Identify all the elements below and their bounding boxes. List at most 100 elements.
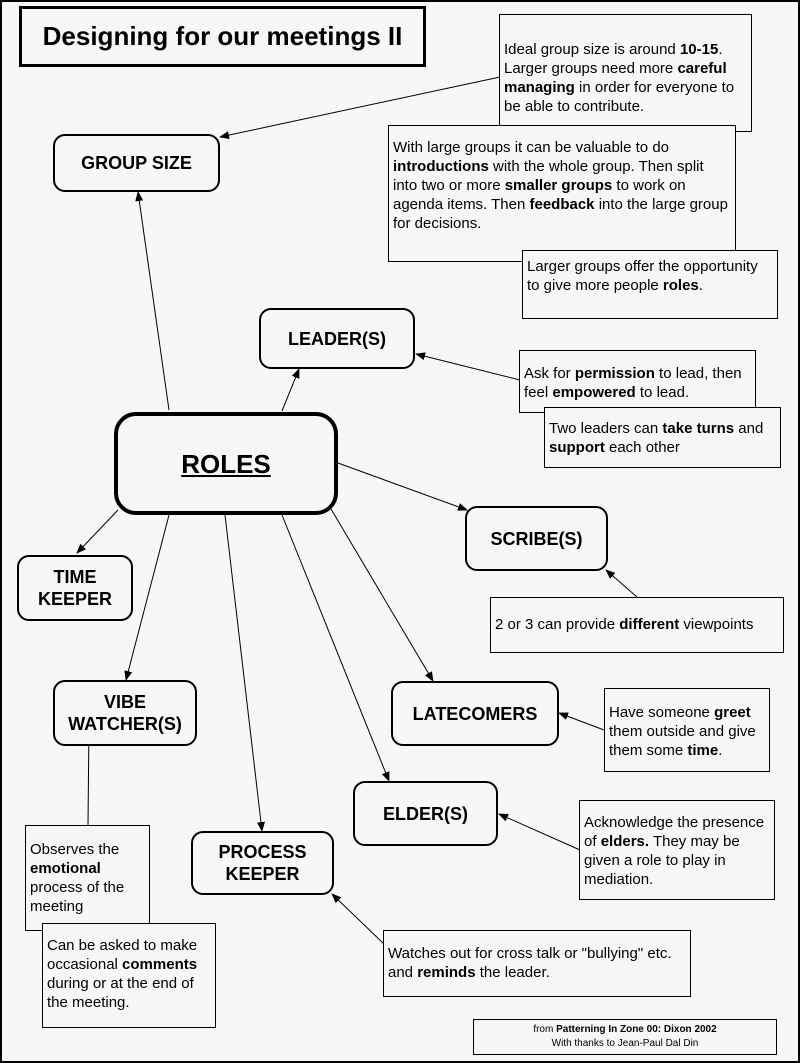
- node-time-keeper[interactable]: TIME KEEPER: [17, 555, 133, 621]
- note-emphasis: 10-15: [679, 41, 719, 58]
- credit-source-line: from Patterning In Zone 00: Dixon 2002: [474, 1023, 776, 1037]
- arrow-roles-to-time-keeper: [76, 509, 119, 554]
- node-process-keeper-line2: KEEPER: [225, 864, 300, 884]
- note-text: in order for everyone to be able to cont…: [504, 79, 735, 115]
- note-text: Have someone: [609, 704, 715, 721]
- note-text: into the large group for decisions.: [393, 196, 728, 232]
- arrow-note-to-elders: [498, 813, 581, 851]
- node-latecomers[interactable]: LATECOMERS: [391, 681, 559, 746]
- node-time-keeper-line1: TIME: [53, 567, 97, 587]
- note-vibe-comments: Can be asked to make occasional comments…: [42, 923, 216, 1028]
- note-emphasis: different: [619, 616, 680, 633]
- node-scribes-label: SCRIBE(S): [490, 528, 583, 549]
- note-text: With large groups it can be valuable to …: [393, 139, 669, 156]
- note-larger-groups-roles: Larger groups offer the opportunity to g…: [522, 250, 778, 319]
- note-text: Watches out for cross talk or "bullying"…: [388, 945, 672, 981]
- note-emphasis: smaller groups: [504, 177, 613, 194]
- node-leaders[interactable]: LEADER(S): [259, 308, 415, 369]
- note-emphasis: support: [549, 439, 605, 456]
- note-latecomers-greet: Have someone greet them outside and give…: [604, 688, 770, 772]
- note-leader-turns: Two leaders can take turns and support e…: [544, 407, 781, 468]
- node-vibe-watcher-line2: WATCHER(S): [68, 714, 182, 734]
- note-text: Observes the: [30, 841, 120, 858]
- note-elders-acknowledge: Acknowledge the presence of elders. They…: [579, 800, 775, 900]
- note-group-size-ideal: Ideal group size is around 10-15. Larger…: [499, 14, 752, 132]
- note-text: Acknowledge the presence of: [584, 814, 765, 850]
- arrow-roles-to-group-size: [135, 191, 170, 411]
- node-vibe-watcher-label: VIBE WATCHER(S): [68, 691, 182, 735]
- node-vibe-watcher[interactable]: VIBE WATCHER(S): [53, 680, 197, 746]
- arrow-roles-to-elders: [281, 514, 390, 782]
- note-text: to work on agenda items. Then: [393, 177, 686, 213]
- note-text: process of the meeting: [30, 879, 125, 915]
- note-text: viewpoints: [679, 616, 754, 633]
- note-text: them outside and give them some: [609, 723, 756, 759]
- node-roles[interactable]: ROLES: [114, 412, 338, 515]
- arrow-roles-to-leaders: [281, 368, 300, 412]
- node-group-size[interactable]: GROUP SIZE: [53, 134, 220, 192]
- note-text: Two leaders can: [549, 420, 663, 437]
- note-large-groups: With large groups it can be valuable to …: [388, 125, 736, 262]
- credit-prefix: from: [533, 1024, 557, 1035]
- node-latecomers-label: LATECOMERS: [412, 703, 538, 724]
- node-scribes[interactable]: SCRIBE(S): [465, 506, 608, 571]
- note-text: . Larger groups need more: [504, 41, 723, 77]
- note-emphasis: greet: [714, 704, 751, 721]
- note-text: Larger groups offer the opportunity to g…: [527, 258, 758, 294]
- note-vibe-emotional: Observes the emotional process of the me…: [25, 825, 150, 931]
- arrow-note-to-process-keeper: [331, 893, 386, 946]
- note-text: Can be asked to make occasional: [47, 937, 198, 973]
- arrow-roles-to-scribes: [337, 462, 468, 511]
- note-emphasis: emotional: [30, 860, 101, 877]
- node-time-keeper-line2: KEEPER: [37, 589, 113, 609]
- note-emphasis: take turns: [662, 420, 735, 437]
- note-leader-permission: Ask for permission to lead, then feel em…: [519, 350, 756, 413]
- diagram-title: Designing for our meetings II: [19, 6, 426, 67]
- node-vibe-watcher-line1: VIBE: [103, 692, 146, 712]
- node-group-size-label: GROUP SIZE: [81, 153, 192, 173]
- source-credit: from Patterning In Zone 00: Dixon 2002 W…: [473, 1019, 777, 1055]
- note-text: and: [734, 420, 764, 437]
- note-emphasis: time: [687, 742, 719, 759]
- note-text: .: [718, 742, 723, 759]
- arrow-note-to-scribes: [605, 569, 638, 598]
- note-text: .: [698, 277, 703, 294]
- node-process-keeper[interactable]: PROCESS KEEPER: [191, 831, 334, 895]
- note-emphasis: feedback: [529, 196, 595, 213]
- note-text: 2 or 3 can provide: [495, 616, 620, 633]
- note-emphasis: introductions: [393, 158, 489, 175]
- arrow-note-to-group-size: [219, 76, 501, 140]
- note-text: to lead.: [635, 384, 690, 401]
- node-roles-label: ROLES: [181, 448, 271, 479]
- node-process-keeper-line1: PROCESS: [218, 842, 307, 862]
- note-text: Ideal group size is around: [504, 41, 680, 58]
- note-scribe-viewpoints: 2 or 3 can provide different viewpoints: [490, 597, 784, 653]
- note-emphasis: roles: [662, 277, 699, 294]
- arrow-roles-to-process-keeper: [224, 514, 265, 832]
- note-text: with the whole group. Then split into tw…: [393, 158, 704, 194]
- node-elders-label: ELDER(S): [383, 803, 468, 824]
- note-text: Ask for: [524, 365, 575, 382]
- note-text: during or at the end of the meeting.: [47, 975, 194, 1011]
- note-emphasis: elders.: [600, 833, 650, 850]
- note-text: to lead, then feel: [524, 365, 742, 401]
- arrow-note-to-leaders: [415, 352, 521, 381]
- note-process-watches: Watches out for cross talk or "bullying"…: [383, 930, 691, 997]
- node-process-keeper-label: PROCESS KEEPER: [218, 841, 306, 885]
- note-text: each other: [604, 439, 680, 456]
- note-emphasis: empowered: [552, 384, 636, 401]
- credit-thanks: With thanks to Jean-Paul Dal Din: [551, 1038, 699, 1049]
- node-time-keeper-label: TIME KEEPER: [38, 566, 112, 610]
- note-text: They may be given a role to play in medi…: [584, 833, 740, 888]
- arrow-note-to-latecomers: [558, 712, 605, 731]
- note-emphasis: careful managing: [504, 60, 727, 96]
- credit-source: Patterning In Zone 00: Dixon 2002: [556, 1024, 717, 1035]
- note-emphasis: reminds: [417, 964, 476, 981]
- note-emphasis: comments: [122, 956, 198, 973]
- note-emphasis: permission: [574, 365, 655, 382]
- note-text: the leader.: [475, 964, 550, 981]
- node-elders[interactable]: ELDER(S): [353, 781, 498, 846]
- arrow-roles-to-vibe-watcher: [124, 514, 170, 681]
- node-leaders-label: LEADER(S): [288, 328, 386, 349]
